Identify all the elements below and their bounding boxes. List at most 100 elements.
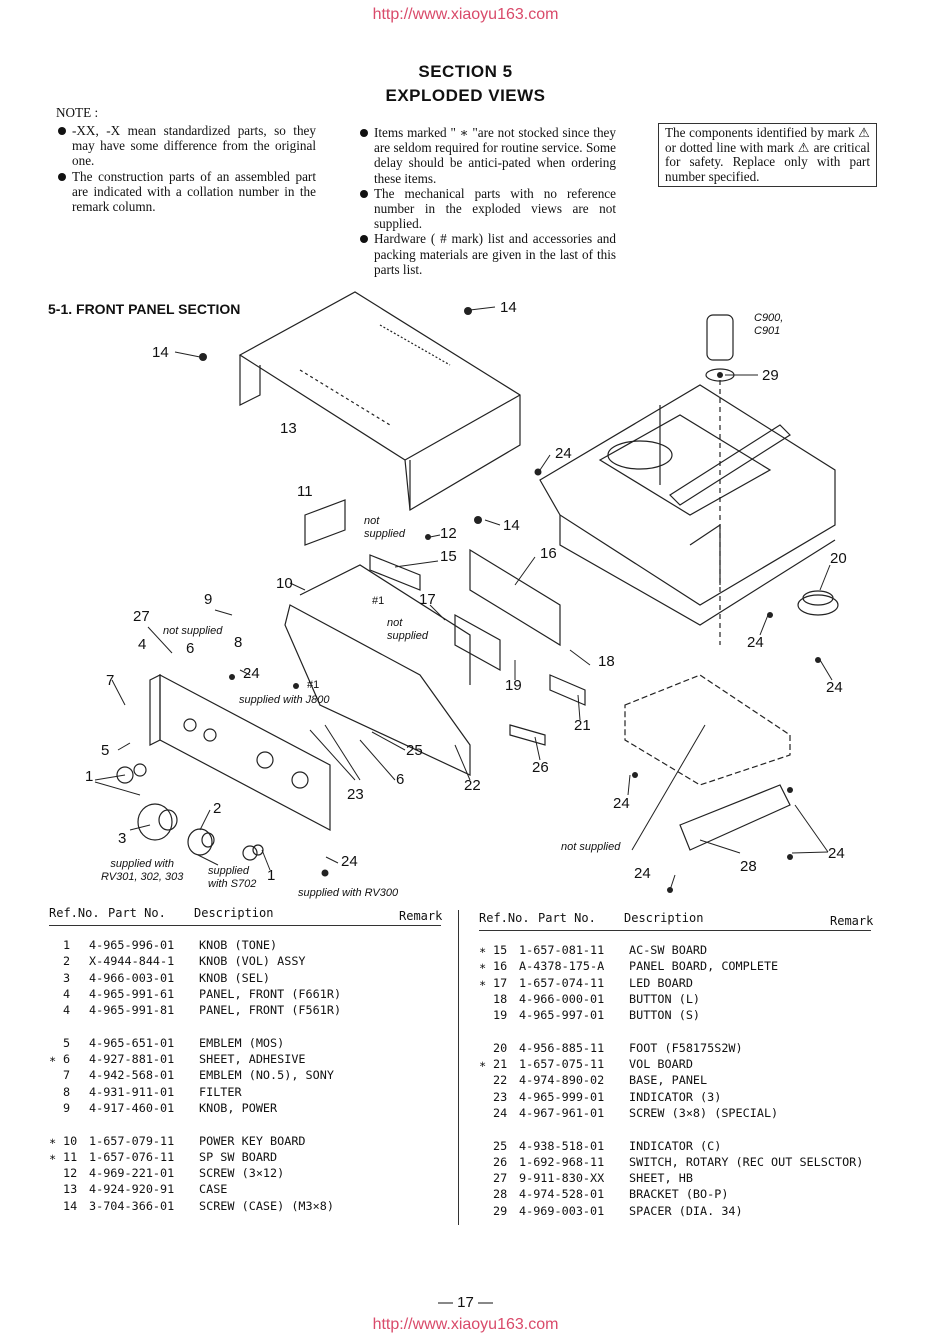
capacitor-drawing (705, 314, 735, 645)
header-remark: Remark (830, 914, 874, 928)
description: EMBLEM (MOS) (199, 1035, 285, 1050)
front-panel-base-drawing (284, 564, 471, 776)
description: BUTTON (L) (629, 991, 701, 1006)
description: BRACKET (BO-P) (629, 1187, 729, 1202)
header-part-no: Part No. (108, 906, 166, 920)
callout-24: 24 (341, 853, 358, 870)
ref-no: 26 (493, 1154, 508, 1169)
capacitor-label: C900, C901 (754, 312, 784, 337)
part-no: 4-966-003-01 (89, 970, 175, 985)
part-no: 1-692-968-11 (519, 1154, 605, 1169)
callout-10: 10 (276, 575, 293, 592)
note-item: Items marked " ∗ "are not stocked since … (358, 125, 616, 186)
unstocked-mark (479, 1154, 493, 1170)
note-item: Hardware ( # mark) list and accessories … (358, 231, 616, 277)
part-no: 4-965-996-01 (89, 938, 175, 952)
not-supplied-note: not supplied (387, 617, 428, 642)
callout-18: 18 (598, 653, 615, 670)
ref-no: 9 (63, 1100, 71, 1115)
unstocked-mark (49, 953, 63, 969)
callout-1: 1 (267, 867, 276, 884)
ref-no: 6 (63, 1052, 71, 1067)
not-supplied-note: not supplied (163, 625, 223, 637)
callout-2: 2 (213, 800, 222, 817)
callout-13: 13 (280, 420, 297, 437)
header-ref-no: Ref.No. (49, 906, 100, 920)
description: POWER KEY BOARD (199, 1133, 306, 1148)
description: AC-SW BOARD (629, 943, 708, 957)
safety-note-box: The components identified by mark ⚠ or d… (658, 123, 877, 187)
part-no: 4-965-991-81 (89, 1003, 175, 1018)
unstocked-mark (479, 1007, 493, 1023)
not-supplied-note: not supplied (561, 841, 621, 853)
case-drawing (238, 291, 521, 511)
ref-no: 2 (63, 954, 71, 969)
part-no: 1-657-081-11 (519, 943, 605, 957)
part-no: 4-965-999-01 (519, 1089, 605, 1104)
ref-no: 13 (63, 1182, 78, 1197)
unstocked-mark (49, 1084, 63, 1100)
description: SPACER (DIA. 34) (629, 1203, 743, 1218)
part-no: 4-965-991-61 (89, 986, 175, 1001)
supplied-with-s702-note: supplied with S702 (208, 865, 257, 890)
header-url[interactable]: http://www.xiaoyu163.com (372, 6, 559, 23)
callout-24: 24 (747, 634, 764, 651)
callout-19: 19 (505, 677, 522, 694)
ref-no: 18 (493, 991, 508, 1006)
header-ref-no: Ref.No. (479, 911, 530, 925)
footer-url[interactable]: http://www.xiaoyu163.com (372, 1316, 559, 1333)
ref-no: 21 (493, 1057, 508, 1072)
description: SCREW (CASE) (M3×8) (199, 1198, 334, 1213)
callout-16: 16 (540, 545, 557, 562)
unstocked-mark (49, 1165, 63, 1181)
callout-22: 22 (464, 777, 481, 794)
part-no: 1-657-074-11 (519, 975, 605, 990)
description: PANEL, FRONT (F661R) (199, 986, 342, 1001)
description: SHEET, ADHESIVE (199, 1052, 306, 1067)
unstocked-mark: ∗ (479, 959, 487, 974)
description: SHEET, HB (629, 1171, 693, 1186)
ref-no: 4 (63, 986, 71, 1001)
screw-marks (199, 307, 821, 893)
callout-17: 17 (419, 591, 436, 608)
parts-row: 4 4-965-991-61 PANEL, FRONT (F661R) (49, 986, 341, 1002)
part-no: X-4944-844-1 (89, 954, 175, 969)
part-no: 1-657-079-11 (89, 1133, 175, 1148)
description: VOL BOARD (629, 1057, 693, 1072)
unstocked-mark (49, 937, 63, 953)
callout-24: 24 (613, 795, 630, 812)
ref-no: 14 (63, 1198, 78, 1213)
unstocked-mark (479, 1138, 493, 1154)
callout-24: 24 (634, 865, 651, 882)
subsection-title: 5-1. FRONT PANEL SECTION (48, 301, 241, 317)
unstocked-mark (479, 1089, 493, 1105)
leader-lines (94, 306, 833, 891)
unstocked-mark (479, 991, 493, 1007)
unstocked-mark: ∗ (479, 975, 487, 990)
knobs-drawing (116, 763, 264, 861)
callout-26: 26 (532, 759, 549, 776)
ref-no: 1 (63, 938, 71, 952)
description: BUTTON (S) (629, 1008, 701, 1023)
ref-no: 8 (63, 1084, 71, 1099)
ref-no: 19 (493, 1008, 508, 1023)
part-no: 4-969-003-01 (519, 1203, 605, 1218)
unstocked-mark (49, 986, 63, 1002)
callout-24: 24 (243, 665, 260, 682)
